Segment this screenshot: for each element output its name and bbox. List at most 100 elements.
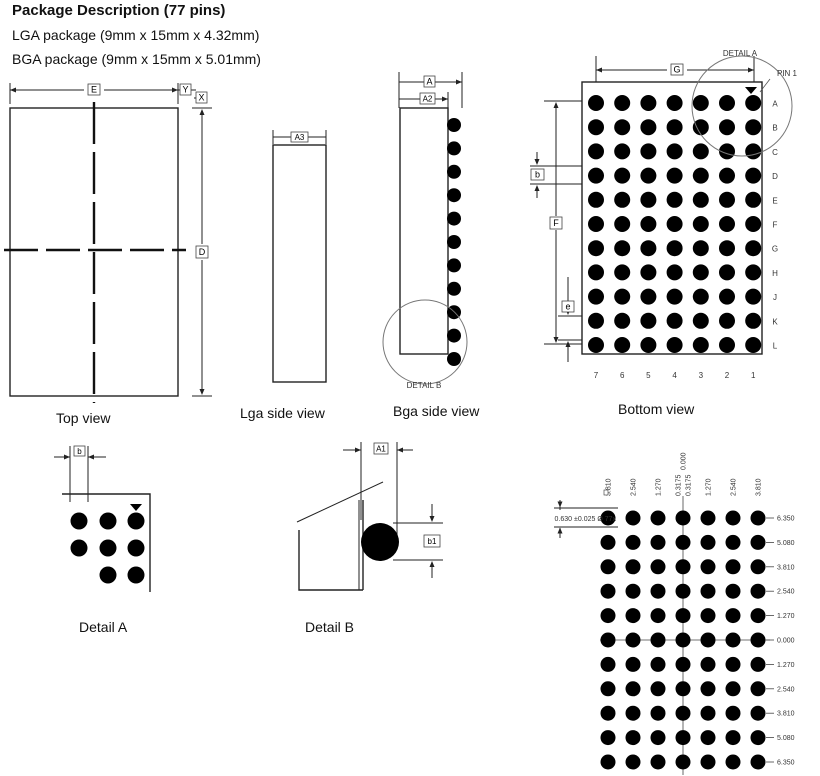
footprint-row-coordinate: 2.540 — [777, 589, 795, 596]
footprint-pad — [600, 583, 616, 599]
footprint-pad — [750, 656, 766, 672]
footprint-row-coordinate: 3.810 — [777, 711, 795, 718]
ball-D5 — [640, 167, 657, 184]
detail-b-drawing: A1 b1 — [296, 442, 443, 591]
footprint-row-coordinate: 0.000 — [777, 638, 795, 645]
footprint-pad — [725, 705, 741, 721]
footprint-row-coordinate: 1.270 — [777, 613, 795, 620]
ball-L6 — [614, 337, 631, 353]
footprint-pad — [725, 608, 741, 624]
row-label: B — [772, 124, 777, 133]
page-title: Package Description (77 pins) — [12, 2, 226, 19]
pin1-marker-detail — [130, 504, 142, 511]
dim-label-e-pitch: e — [565, 302, 570, 312]
ball-C6 — [614, 143, 631, 160]
footprint-pad — [675, 632, 691, 648]
footprint-pad — [625, 754, 641, 770]
footprint-col-coordinate: 0.3175 — [676, 474, 683, 496]
ball-A6 — [614, 95, 631, 111]
pin1-label: PIN 1 — [777, 69, 798, 78]
footprint-row-coordinate: 3.810 — [777, 564, 795, 571]
ball-K6 — [614, 312, 631, 329]
top-view-drawing: E Y X D — [4, 83, 212, 403]
ball-F1 — [745, 216, 762, 232]
dim-label-a: A — [426, 77, 432, 87]
footprint-pad — [625, 559, 641, 575]
ball-H2 — [719, 264, 735, 281]
footprint-col-coordinate: 3.810 — [606, 478, 613, 496]
footprint-pad — [600, 730, 616, 746]
lga-side-outline — [272, 144, 327, 383]
footprint-col-coordinate: 2.540 — [631, 478, 638, 496]
footprint-col-coordinate: 2.540 — [731, 478, 738, 496]
footprint-pad — [625, 656, 641, 672]
footprint-pad — [700, 681, 716, 697]
ball-D4 — [666, 167, 683, 184]
ball-G5 — [640, 240, 657, 257]
footprint-row-coordinate: 5.080 — [777, 540, 795, 547]
footprint-pad — [675, 559, 691, 575]
dim-label-a2: A2 — [423, 95, 433, 104]
row-label: K — [772, 317, 778, 326]
footprint-pad — [650, 730, 666, 746]
ball-L4 — [666, 337, 683, 353]
col-label: 3 — [699, 371, 704, 380]
footprint-pad — [600, 534, 616, 550]
row-label: C — [772, 148, 778, 157]
side-solder-ball — [447, 281, 461, 296]
footprint-row-coordinate: 5.080 — [777, 735, 795, 742]
footprint-pad — [675, 510, 691, 526]
ball-K5 — [640, 312, 657, 329]
footprint-pad — [750, 534, 766, 550]
footprint-pad — [675, 656, 691, 672]
ball-C2 — [719, 143, 735, 160]
ball-F5 — [640, 216, 657, 232]
ball-G2 — [719, 240, 735, 257]
footprint-pad — [650, 534, 666, 550]
dim-label-g: G — [673, 65, 680, 75]
ball-F2 — [719, 216, 735, 232]
caption-bottom-view: Bottom view — [618, 401, 695, 417]
footprint-pad — [600, 656, 616, 672]
dim-label-x: X — [198, 93, 204, 103]
footprint-pad — [725, 534, 741, 550]
ball-F3 — [692, 216, 709, 232]
footprint-pad — [625, 705, 641, 721]
ball-F6 — [614, 216, 631, 232]
footprint-pad — [600, 681, 616, 697]
ball-E4 — [666, 191, 683, 208]
pad-note: 0.630 ±0.025 Ø 77x — [555, 516, 617, 523]
dim-label-a3: A3 — [295, 133, 305, 142]
ball-K3 — [692, 312, 709, 329]
footprint-pad — [750, 632, 766, 648]
footprint-pad — [600, 705, 616, 721]
ball-E6 — [614, 191, 631, 208]
ball-A5 — [640, 95, 657, 111]
footprint-pad — [675, 730, 691, 746]
footprint-pad — [750, 681, 766, 697]
footprint-col-coordinate: 3.810 — [756, 478, 763, 496]
ball-H6 — [614, 264, 631, 281]
dim-label-y: Y — [182, 85, 188, 95]
caption-bga-side-view: Bga side view — [393, 403, 480, 419]
side-solder-ball — [447, 164, 461, 179]
row-label: J — [773, 293, 777, 302]
footprint-pad — [650, 608, 666, 624]
ball-J2 — [719, 288, 735, 305]
footprint-pad — [725, 730, 741, 746]
ball-B2 — [719, 119, 735, 136]
dim-label-b1: b1 — [428, 537, 437, 546]
ball-G3 — [692, 240, 709, 257]
footprint-col-coordinate: 0.3175 — [686, 474, 693, 496]
footprint-pad — [750, 754, 766, 770]
footprint-row-coordinate: 6.350 — [777, 760, 795, 767]
ball-A3 — [692, 95, 709, 111]
ball-D6 — [614, 167, 631, 184]
ball-G6 — [614, 240, 631, 257]
footprint-col-coordinate: 0.000 — [681, 452, 688, 470]
ball-B5 — [640, 119, 657, 136]
caption-top-view: Top view — [56, 410, 111, 426]
ball-L1 — [745, 337, 762, 353]
ball-B6 — [614, 119, 631, 136]
footprint-pad — [700, 534, 716, 550]
